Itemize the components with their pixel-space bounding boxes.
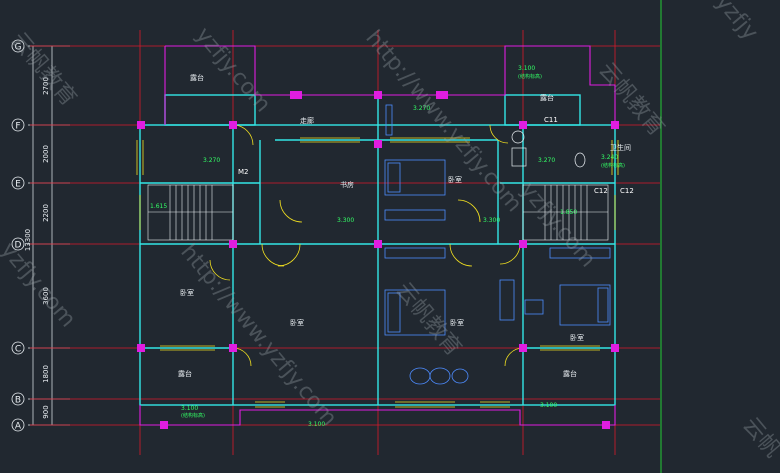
level-sub-label-top: (结构标高) bbox=[518, 73, 542, 80]
level-mark-1615: 1.615 bbox=[150, 203, 167, 210]
bathroom-fixtures bbox=[511, 130, 586, 168]
level-mark-3240: 3.240 bbox=[601, 154, 618, 161]
columns bbox=[137, 91, 619, 429]
furniture bbox=[384, 104, 611, 385]
level-mark-3100-top: 3.100 bbox=[518, 65, 535, 72]
watermark-brand-right: 云帆教育 bbox=[593, 58, 669, 141]
grid-bubbles bbox=[11, 39, 25, 432]
dimension-2200: 2200 bbox=[42, 204, 50, 222]
dimension-total: 13300 bbox=[24, 229, 32, 251]
windows bbox=[136, 137, 619, 408]
axis-label-g: G bbox=[15, 43, 22, 53]
watermark-short-bottom-right: 云帆 bbox=[737, 413, 780, 463]
tag-c12-b: C12 bbox=[620, 187, 634, 195]
axis-label-d: D bbox=[15, 241, 22, 251]
room-label-balcony-tl: 露台 bbox=[190, 73, 204, 82]
level-mark-3270-center: 3.270 bbox=[413, 105, 430, 112]
level-sub-label-bl: (结构标高) bbox=[181, 412, 205, 419]
level-mark-3300-study: 3.300 bbox=[337, 217, 354, 224]
axis-label-a: A bbox=[15, 422, 22, 432]
tag-c11: C11 bbox=[544, 116, 558, 124]
room-label-balcony-tr: 露台 bbox=[540, 93, 554, 102]
watermark-brand-left: 云帆教育 bbox=[5, 28, 81, 111]
axis-label-e: E bbox=[15, 180, 21, 190]
dimension-2000: 2000 bbox=[42, 145, 50, 163]
left-staircase bbox=[147, 184, 234, 241]
dimension-2700: 2700 bbox=[42, 77, 50, 95]
level-mark-3270-left: 3.270 bbox=[203, 157, 220, 164]
room-label-bedroom-left: 卧室 bbox=[180, 288, 194, 297]
level-sub-label-toilet: (结构标高) bbox=[601, 162, 625, 169]
room-label-bedroom-center: 卧室 bbox=[290, 318, 304, 327]
level-mark-3100-bl: 3.100 bbox=[181, 405, 198, 412]
room-label-study: 书房 bbox=[340, 180, 354, 189]
room-label-balcony-bl: 露台 bbox=[178, 369, 192, 378]
tag-m2: M2 bbox=[238, 168, 249, 176]
watermark-short-corner: yzfjy bbox=[710, 0, 762, 45]
dimension-900: 900 bbox=[42, 405, 50, 418]
tag-c12-a: C12 bbox=[594, 187, 608, 195]
dimension-3600: 3600 bbox=[42, 287, 50, 305]
level-mark-3100-bottom: 3.100 bbox=[308, 421, 325, 428]
axis-label-b: B bbox=[15, 396, 21, 406]
axis-label-f: F bbox=[15, 122, 20, 132]
room-label-bedroom-far-right: 卧室 bbox=[570, 333, 584, 342]
room-label-corridor: 走廊 bbox=[300, 116, 314, 125]
room-label-toilet: 卫生间 bbox=[610, 143, 631, 152]
right-staircase bbox=[522, 184, 609, 241]
room-label-bedroom-right: 卧室 bbox=[450, 318, 464, 327]
level-mark-1850: 1.850 bbox=[560, 209, 577, 216]
watermark-short-left: yzfjy.com bbox=[0, 238, 80, 332]
level-mark-3300-right: 3.300 bbox=[483, 217, 500, 224]
axis-label-c: C bbox=[15, 345, 21, 355]
level-mark-3270-right: 3.270 bbox=[538, 157, 555, 164]
balconies bbox=[139, 45, 616, 426]
level-mark-3100-br: 3.100 bbox=[540, 402, 557, 409]
room-label-balcony-br: 露台 bbox=[563, 369, 577, 378]
dimension-1800-upper: 1800 bbox=[42, 365, 50, 383]
room-label-bedroom-upper: 卧室 bbox=[448, 175, 462, 184]
